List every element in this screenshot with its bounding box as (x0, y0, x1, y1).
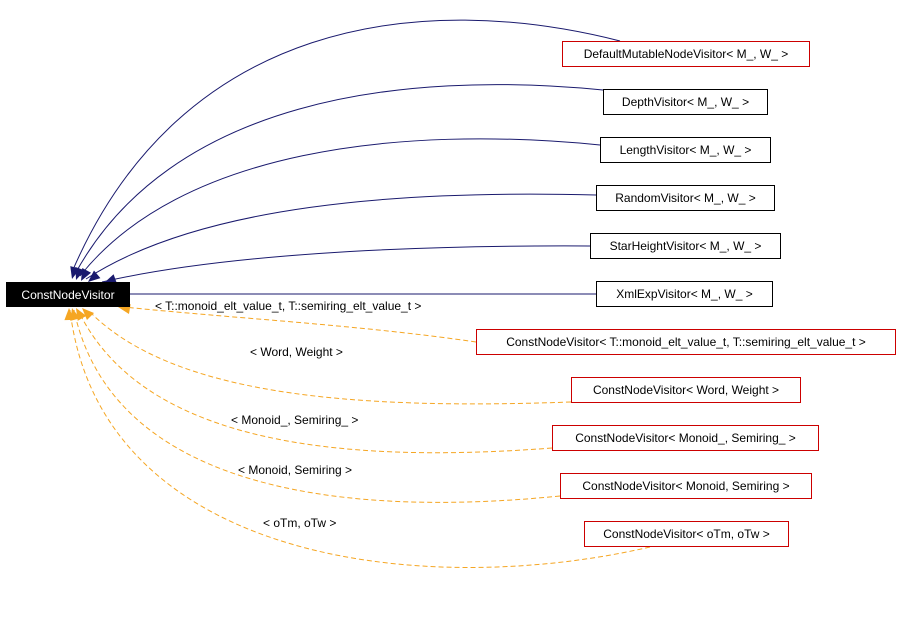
template-edge (123, 306, 477, 343)
derived-node-label: RandomVisitor< M_, W_ > (615, 191, 756, 205)
derived-node-label: StarHeightVisitor< M_, W_ > (609, 239, 762, 253)
edge-label: < Monoid_, Semiring_ > (231, 413, 359, 427)
inheritance-edge (79, 138, 601, 277)
instance-node[interactable]: ConstNodeVisitor< oTm, oTw > (584, 521, 789, 547)
edge-label: < T::monoid_elt_value_t, T::semiring_elt… (155, 299, 422, 313)
derived-node[interactable]: StarHeightVisitor< M_, W_ > (590, 233, 781, 259)
instance-node-label: ConstNodeVisitor< Monoid, Semiring > (582, 479, 790, 493)
arrowhead (88, 270, 101, 282)
instance-node[interactable]: ConstNodeVisitor< T::monoid_elt_value_t,… (476, 329, 896, 355)
edge-label: < Word, Weight > (250, 345, 343, 359)
arrowhead (81, 268, 92, 281)
arrowhead (64, 308, 75, 321)
arrowhead (104, 274, 117, 284)
edge-label: < Monoid, Semiring > (238, 463, 353, 477)
instance-node[interactable]: ConstNodeVisitor< Monoid, Semiring > (560, 473, 812, 499)
instance-node-label: ConstNodeVisitor< T::monoid_elt_value_t,… (506, 335, 866, 349)
derived-node[interactable]: DepthVisitor< M_, W_ > (603, 89, 768, 115)
instance-node[interactable]: ConstNodeVisitor< Monoid_, Semiring_ > (552, 425, 819, 451)
derived-node-label: DepthVisitor< M_, W_ > (621, 95, 750, 109)
derived-node[interactable]: RandomVisitor< M_, W_ > (596, 185, 775, 211)
inheritance-edge (74, 84, 604, 275)
derived-node-label: XmlExpVisitor< M_, W_ > (616, 287, 753, 301)
edge-label: < oTm, oTw > (263, 516, 337, 530)
instance-node-label: ConstNodeVisitor< oTm, oTw > (603, 527, 770, 541)
inheritance-edge (71, 19, 621, 273)
arrowhead (82, 308, 95, 321)
template-edge (69, 309, 651, 568)
derived-node[interactable]: LengthVisitor< M_, W_ > (600, 137, 771, 163)
inheritance-edge (101, 245, 591, 283)
derived-node-label: DefaultMutableNodeVisitor< M_, W_ > (583, 47, 789, 61)
instance-node[interactable]: ConstNodeVisitor< Word, Weight > (571, 377, 801, 403)
derived-node[interactable]: XmlExpVisitor< M_, W_ > (596, 281, 773, 307)
instance-node-label: ConstNodeVisitor< Monoid_, Semiring_ > (575, 431, 796, 445)
root-node-label: ConstNodeVisitor (21, 287, 115, 302)
derived-node[interactable]: DefaultMutableNodeVisitor< M_, W_ > (562, 41, 810, 67)
instance-node-label: ConstNodeVisitor< Word, Weight > (592, 383, 780, 397)
template-edge (87, 309, 572, 405)
template-edge (73, 309, 561, 503)
inheritance-edge (85, 193, 597, 280)
root-node[interactable]: ConstNodeVisitor (6, 282, 130, 307)
derived-node-label: LengthVisitor< M_, W_ > (619, 143, 752, 157)
template-edge (77, 309, 553, 454)
